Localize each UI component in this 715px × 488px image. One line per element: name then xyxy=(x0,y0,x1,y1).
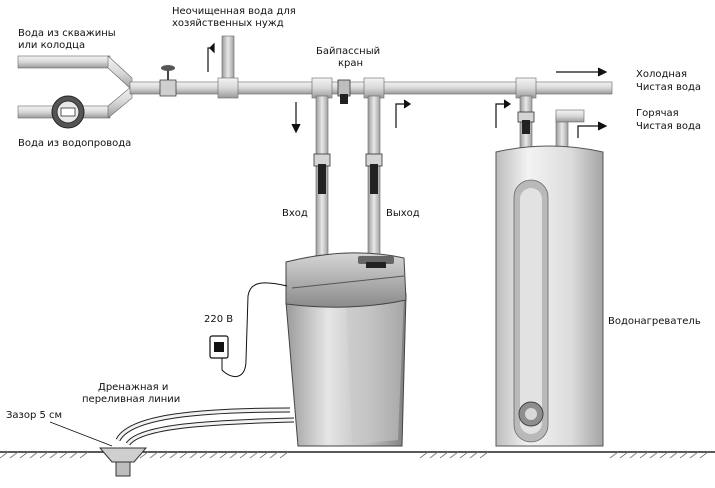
valve-icon xyxy=(159,65,177,97)
label-bypass-2: кран xyxy=(338,58,363,69)
label-cold-1: Холодная xyxy=(636,69,687,80)
label-untreated-1: Неочищенная вода для xyxy=(172,6,296,17)
heater-hot-outlet-pipe xyxy=(555,109,585,151)
water-meter-icon xyxy=(51,95,85,129)
drain-lines xyxy=(115,407,295,446)
heater-cold-inlet-pipe xyxy=(515,77,537,149)
label-drain-1: Дренажная и xyxy=(98,382,168,393)
well-inlet-pipe xyxy=(17,55,133,91)
water-heater xyxy=(495,145,604,447)
water-softener xyxy=(285,252,407,447)
power-cable xyxy=(221,282,288,378)
label-bypass-1: Байпассный xyxy=(316,46,380,57)
bypass-valve xyxy=(311,77,385,104)
label-drain-2: переливная линии xyxy=(82,394,180,405)
label-voltage: 220 В xyxy=(204,314,233,325)
softener-outlet-pipe xyxy=(365,95,383,265)
flow-arrow-icon xyxy=(207,42,608,138)
label-hot-2: Чистая вода xyxy=(636,121,701,132)
label-well-2: или колодца xyxy=(18,40,85,51)
label-well-1: Вода из скважины xyxy=(18,28,116,39)
label-outlet: Выход xyxy=(386,208,420,219)
label-cold-2: Чистая вода xyxy=(636,82,701,93)
label-hot-1: Горячая xyxy=(636,108,679,119)
label-inlet: Вход xyxy=(282,208,308,219)
softener-inlet-pipe xyxy=(313,95,331,265)
label-untreated-2: хозяйственных нужд xyxy=(172,18,284,29)
power-outlet-icon xyxy=(209,335,229,359)
untreated-water-riser xyxy=(217,35,239,99)
label-gap: Зазор 5 см xyxy=(6,410,62,421)
label-heater: Водонагреватель xyxy=(608,316,701,327)
label-mains: Вода из водопровода xyxy=(18,138,131,149)
gap-leader-line xyxy=(49,421,113,447)
floor-drain-icon xyxy=(98,447,148,477)
